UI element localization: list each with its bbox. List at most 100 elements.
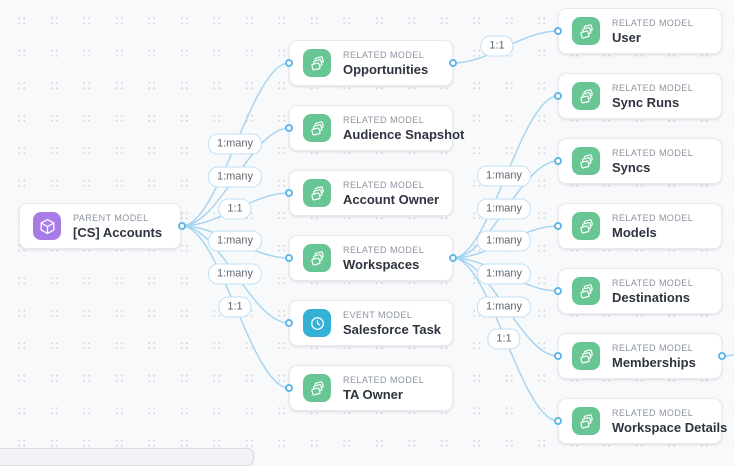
node-name: Sync Runs	[612, 94, 680, 110]
edge-cardinality-label: 1:many	[476, 230, 532, 252]
connection-handle[interactable]	[554, 92, 562, 100]
node-type-label: RELATED MODEL	[612, 17, 694, 28]
edge-cardinality-label: 1:many	[476, 296, 532, 318]
connection-handle[interactable]	[285, 319, 293, 327]
copies-icon	[572, 147, 600, 175]
edge-cardinality-label: 1:1	[218, 198, 252, 220]
node-type-label: RELATED MODEL	[343, 49, 425, 60]
node-name: Account Owner	[343, 191, 440, 207]
copies-icon	[572, 82, 600, 110]
connection-handle[interactable]	[285, 189, 293, 197]
connection-handle[interactable]	[554, 417, 562, 425]
node-name: Salesforce Task	[343, 321, 442, 337]
edge-cardinality-label: 1:many	[207, 166, 263, 188]
edge-cardinality-label: 1:many	[207, 133, 263, 155]
copies-icon	[303, 49, 331, 77]
node-name: User	[612, 29, 641, 45]
edge-cardinality-label: 1:many	[476, 198, 532, 220]
node-type-label: RELATED MODEL	[343, 244, 425, 255]
node-type-label: EVENT MODEL	[343, 309, 413, 320]
edge-cardinality-label: 1:1	[480, 35, 514, 57]
connection-handle[interactable]	[554, 27, 562, 35]
copies-icon	[303, 374, 331, 402]
node-type-label: RELATED MODEL	[343, 374, 425, 385]
node-name: Models	[612, 224, 657, 240]
edge-cardinality-label: 1:many	[476, 263, 532, 285]
connection-handle[interactable]	[178, 222, 186, 230]
node-name: Workspace Details	[612, 419, 728, 435]
connection-handle[interactable]	[554, 352, 562, 360]
node-type-label: RELATED MODEL	[612, 147, 694, 158]
edge-cardinality-label: 1:1	[218, 296, 252, 318]
cube-icon	[33, 212, 61, 240]
connection-handle[interactable]	[285, 59, 293, 67]
edge-cardinality-label: 1:many	[207, 263, 263, 285]
edge-cardinality-label: 1:many	[207, 230, 263, 252]
node-type-label: PARENT MODEL	[73, 212, 149, 223]
node-type-label: RELATED MODEL	[612, 342, 694, 353]
copies-icon	[303, 179, 331, 207]
connection-handle[interactable]	[554, 157, 562, 165]
connection-handle[interactable]	[285, 124, 293, 132]
node-name: [CS] Accounts	[73, 224, 163, 240]
copies-icon	[572, 277, 600, 305]
edge-cardinality-label: 1:1	[487, 328, 521, 350]
copies-icon	[303, 244, 331, 272]
clock-icon	[303, 309, 331, 337]
copies-icon	[572, 342, 600, 370]
copies-icon	[572, 212, 600, 240]
node-name: Memberships	[612, 354, 696, 370]
connection-handle[interactable]	[285, 384, 293, 392]
bottom-panel-partial[interactable]	[0, 448, 254, 466]
node-type-label: RELATED MODEL	[343, 179, 425, 190]
connection-handle[interactable]	[554, 222, 562, 230]
node-name: Audience Snapshot	[343, 126, 465, 142]
node-text: PARENT MODEL[CS] Accounts	[73, 213, 162, 240]
connection-handle[interactable]	[718, 352, 726, 360]
node-name: Workspaces	[343, 256, 420, 272]
node-type-label: RELATED MODEL	[343, 114, 425, 125]
connection-handle[interactable]	[449, 254, 457, 262]
connection-handle[interactable]	[449, 59, 457, 67]
copies-icon	[572, 407, 600, 435]
node-type-label: RELATED MODEL	[612, 212, 694, 223]
node-cs-accounts[interactable]: PARENT MODEL[CS] Accounts	[19, 203, 181, 249]
node-name: Destinations	[612, 289, 691, 305]
node-name: Opportunities	[343, 61, 429, 77]
connection-handle[interactable]	[285, 254, 293, 262]
node-type-label: RELATED MODEL	[612, 82, 694, 93]
node-name: Syncs	[612, 159, 651, 175]
connection-handle[interactable]	[554, 287, 562, 295]
edge-cardinality-label: 1:many	[476, 165, 532, 187]
copies-icon	[303, 114, 331, 142]
copies-icon	[572, 17, 600, 45]
node-type-label: RELATED MODEL	[612, 277, 694, 288]
